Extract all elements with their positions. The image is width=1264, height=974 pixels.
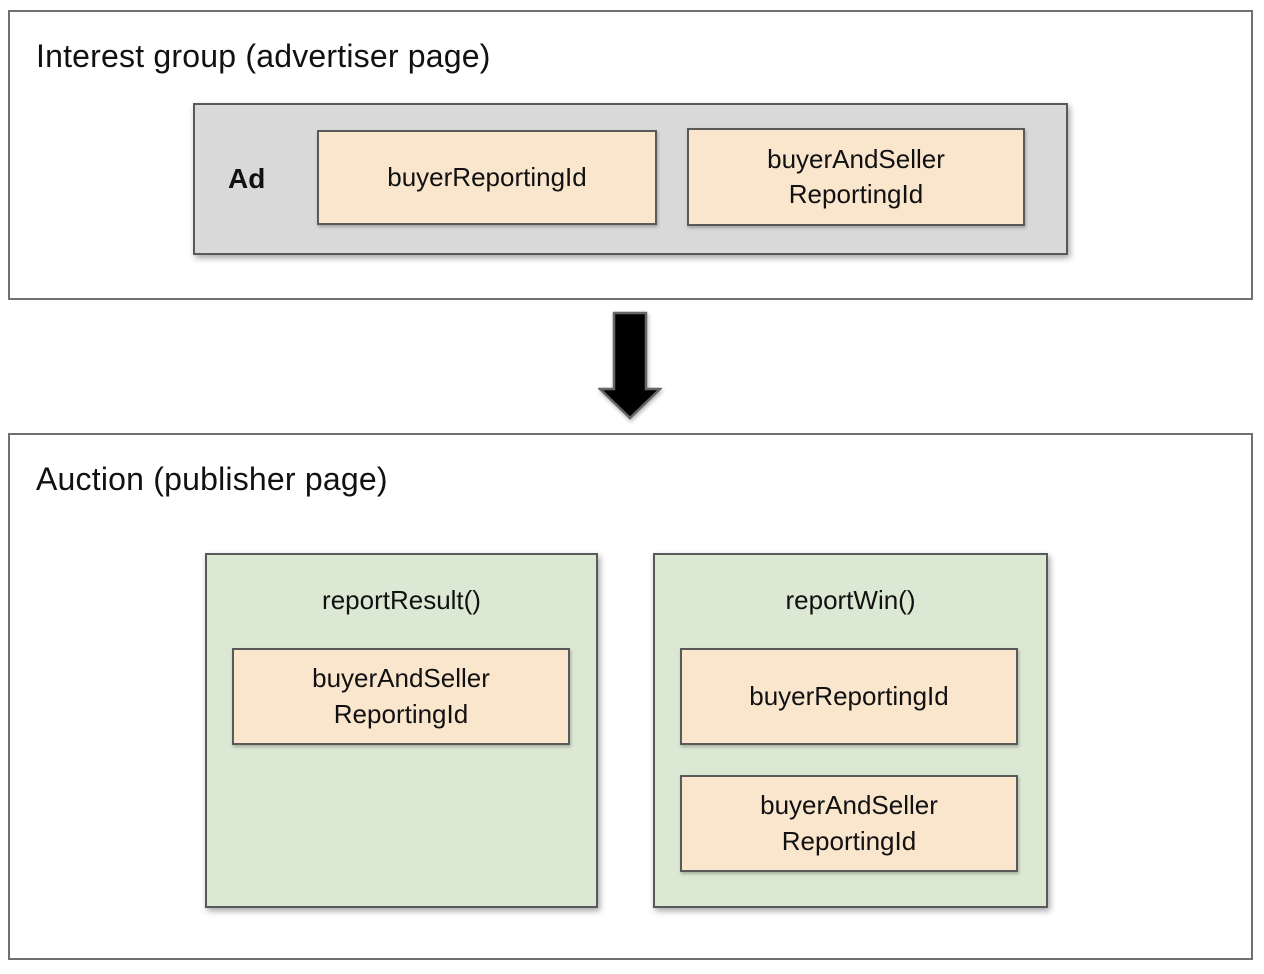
ad-label: Ad (228, 163, 266, 194)
auction-title: Auction (publisher page) (36, 461, 388, 497)
interest-group-section: Interest group (advertiser page) Ad buye… (8, 10, 1253, 300)
interest-group-title: Interest group (advertiser page) (36, 38, 491, 74)
ad-box: Ad buyerReportingId buyerAndSeller Repor… (193, 103, 1068, 255)
field-buyer-and-seller-reporting-id: buyerAndSeller ReportingId (232, 648, 570, 745)
report-win-box: reportWin() buyerReportingId buyerAndSel… (653, 553, 1048, 908)
report-result-label: reportResult() (322, 585, 481, 615)
field-buyer-reporting-id: buyerReportingId (317, 130, 657, 225)
report-result-box: reportResult() buyerAndSeller ReportingI… (205, 553, 598, 908)
field-buyer-reporting-id: buyerReportingId (680, 648, 1018, 745)
auction-section: Auction (publisher page) reportResult() … (8, 433, 1253, 960)
field-buyer-and-seller-reporting-id: buyerAndSeller ReportingId (680, 775, 1018, 872)
field-buyer-and-seller-reporting-id: buyerAndSeller ReportingId (687, 128, 1025, 226)
down-arrow-icon (598, 311, 662, 421)
report-win-label: reportWin() (785, 585, 916, 615)
